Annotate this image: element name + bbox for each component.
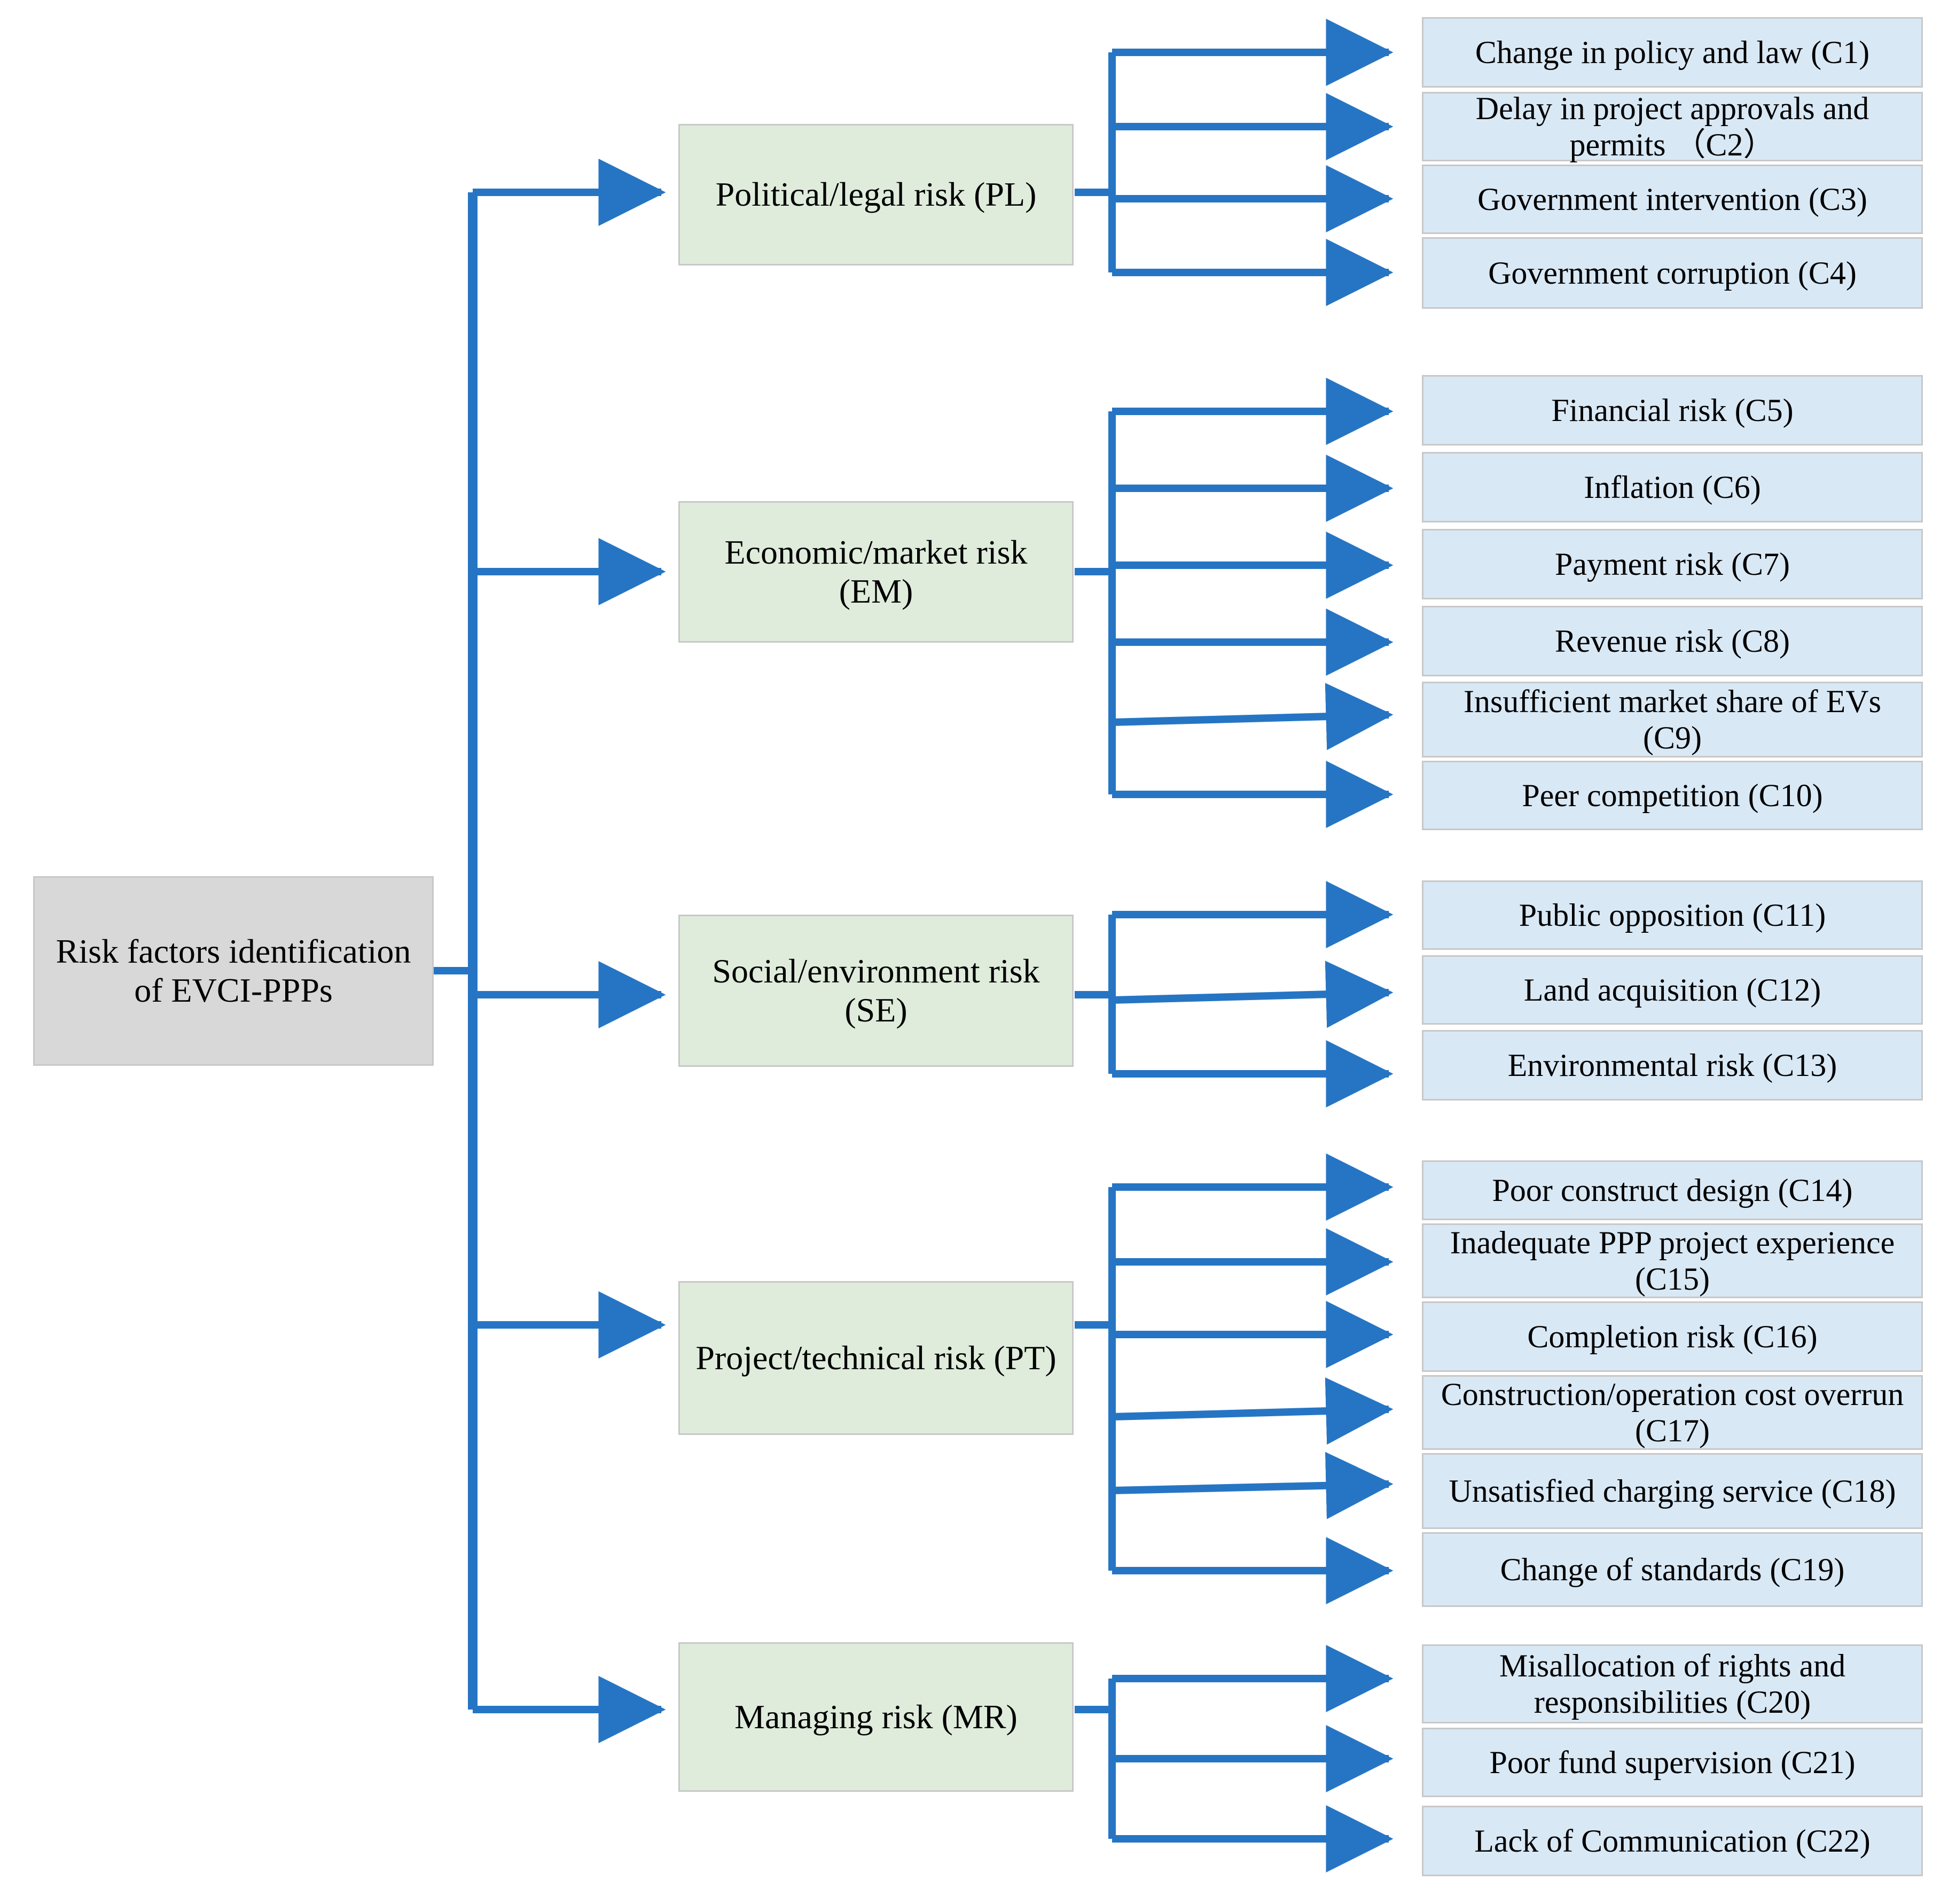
subtree-SE [1075, 881, 1394, 1107]
root-node[interactable]: Risk factors identification of EVCI-PPPs [33, 876, 434, 1066]
leaf-label-C20: Misallocation of rights and responsibili… [1499, 1648, 1846, 1720]
pt-to-C18 [1112, 1452, 1394, 1519]
leaf-label-C4: Government corruption (C4) [1488, 255, 1857, 291]
leaf-label-C1: Change in policy and law (C1) [1475, 34, 1870, 70]
leaf-node-C17[interactable]: Construction/operation cost overrun (C17… [1422, 1375, 1923, 1450]
leaf-node-C16[interactable]: Completion risk (C16) [1422, 1301, 1923, 1372]
leaf-node-C3[interactable]: Government intervention (C3) [1422, 165, 1923, 234]
leaf-node-C10[interactable]: Peer competition (C10) [1422, 761, 1923, 830]
em-to-C9 [1112, 683, 1394, 751]
pt-to-C17 [1112, 1377, 1394, 1445]
leaf-node-C1[interactable]: Change in policy and law (C1) [1422, 17, 1923, 88]
leaf-node-C20[interactable]: Misallocation of rights and responsibili… [1422, 1644, 1923, 1723]
leaf-label-C14: Poor construct design (C14) [1492, 1172, 1853, 1208]
main-trunk-group [434, 159, 666, 1743]
leaf-label-C7: Payment risk (C7) [1555, 546, 1790, 582]
leaf-node-C6[interactable]: Inflation (C6) [1422, 452, 1923, 522]
category-label-MR: Managing risk (MR) [734, 1697, 1018, 1736]
leaf-node-C5[interactable]: Financial risk (C5) [1422, 375, 1923, 446]
category-label-EM: Economic/market risk (EM) [724, 533, 1028, 610]
leaf-node-C4[interactable]: Government corruption (C4) [1422, 237, 1923, 309]
category-node-PT[interactable]: Project/technical risk (PT) [678, 1281, 1074, 1435]
leaf-node-C11[interactable]: Public opposition (C11) [1422, 880, 1923, 950]
leaf-label-C12: Land acquisition (C12) [1523, 972, 1821, 1008]
leaf-node-C9[interactable]: Insufficient market share of EVs (C9) [1422, 682, 1923, 758]
leaf-label-C15: Inadequate PPP project experience (C15) [1450, 1224, 1895, 1297]
leaf-label-C21: Poor fund supervision (C21) [1489, 1744, 1856, 1780]
category-node-MR[interactable]: Managing risk (MR) [678, 1642, 1074, 1792]
leaf-node-C2[interactable]: Delay in project approvals and permits （… [1422, 90, 1923, 162]
leaf-node-C14[interactable]: Poor construct design (C14) [1422, 1160, 1923, 1220]
leaf-node-C21[interactable]: Poor fund supervision (C21) [1422, 1728, 1923, 1797]
category-node-SE[interactable]: Social/environment risk (SE) [678, 915, 1074, 1067]
leaf-label-C10: Peer competition (C10) [1522, 777, 1823, 813]
leaf-label-C17: Construction/operation cost overrun (C17… [1441, 1376, 1904, 1448]
leaf-node-C13[interactable]: Environmental risk (C13) [1422, 1030, 1923, 1101]
leaf-label-C6: Inflation (C6) [1584, 469, 1761, 505]
leaf-node-C8[interactable]: Revenue risk (C8) [1422, 606, 1923, 676]
leaf-label-C3: Government intervention (C3) [1477, 181, 1867, 217]
leaf-label-C2: Delay in project approvals and permits （… [1475, 90, 1869, 162]
category-node-EM[interactable]: Economic/market risk (EM) [678, 501, 1074, 643]
leaf-label-C9: Insufficient market share of EVs (C9) [1464, 683, 1881, 755]
subtree-EM [1075, 378, 1394, 828]
leaf-label-C18: Unsatisfied charging service (C18) [1449, 1473, 1896, 1509]
se-to-C12 [1112, 961, 1394, 1028]
leaf-node-C7[interactable]: Payment risk (C7) [1422, 529, 1923, 599]
category-node-PL[interactable]: Political/legal risk (PL) [678, 124, 1074, 266]
category-label-PL: Political/legal risk (PL) [715, 175, 1037, 214]
leaf-label-C5: Financial risk (C5) [1551, 392, 1794, 428]
leaf-label-C19: Change of standards (C19) [1500, 1551, 1845, 1587]
category-label-PT: Project/technical risk (PT) [695, 1338, 1057, 1377]
subtree-PL [1075, 19, 1394, 306]
leaf-node-C12[interactable]: Land acquisition (C12) [1422, 955, 1923, 1025]
leaf-label-C8: Revenue risk (C8) [1555, 623, 1790, 659]
leaf-label-C13: Environmental risk (C13) [1507, 1047, 1837, 1083]
leaf-label-C16: Completion risk (C16) [1527, 1318, 1818, 1354]
leaf-label-C22: Lack of Communication (C22) [1474, 1823, 1871, 1859]
root-label: Risk factors identification of EVCI-PPPs [56, 932, 411, 1009]
leaf-node-C22[interactable]: Lack of Communication (C22) [1422, 1806, 1923, 1876]
leaf-node-C19[interactable]: Change of standards (C19) [1422, 1532, 1923, 1607]
leaf-node-C18[interactable]: Unsatisfied charging service (C18) [1422, 1453, 1923, 1529]
subtree-PT [1075, 1153, 1394, 1604]
leaf-label-C11: Public opposition (C11) [1519, 897, 1826, 933]
category-label-SE: Social/environment risk (SE) [712, 951, 1040, 1029]
subtree-MR [1075, 1645, 1394, 1872]
leaf-node-C15[interactable]: Inadequate PPP project experience (C15) [1422, 1223, 1923, 1298]
